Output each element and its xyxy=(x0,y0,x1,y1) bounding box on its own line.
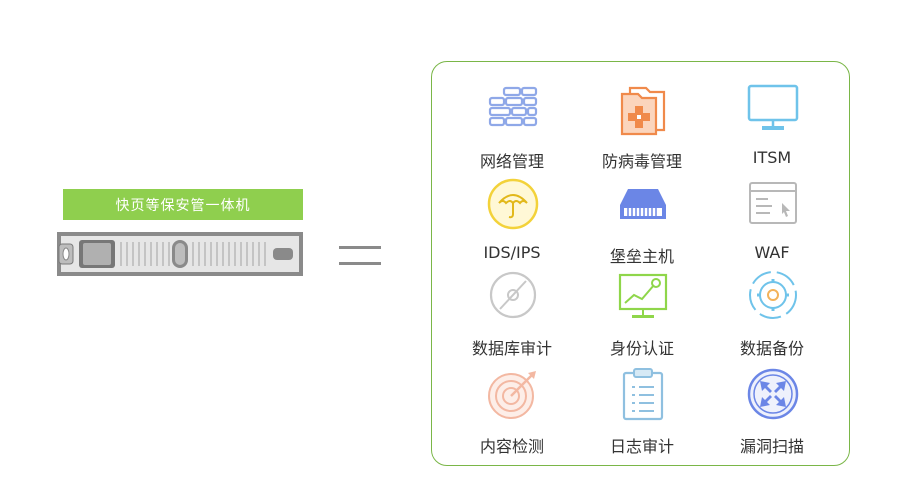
server-rack-icon xyxy=(57,232,303,276)
vulnerability-scan-icon xyxy=(747,368,799,420)
equals-sign xyxy=(339,244,381,268)
module-label: ITSM xyxy=(752,148,792,167)
clipboard-log-icon xyxy=(622,368,664,421)
module-label: WAF xyxy=(754,243,790,262)
module-label: 数据库审计 xyxy=(471,339,552,358)
device-title-banner: 快页等保安管一体机 xyxy=(63,189,303,220)
security-modules-panel: 网络管理 防病毒管理 ITSM IDS/IPS xyxy=(431,61,850,466)
module-label: 网络管理 xyxy=(479,152,544,171)
module-content-detection: 内容检测 xyxy=(442,367,582,457)
umbrella-shield-icon xyxy=(487,178,539,230)
module-label: 漏洞扫描 xyxy=(739,437,804,456)
monitor-icon xyxy=(747,84,799,130)
firewall-brick-icon xyxy=(488,86,538,127)
backup-gear-icon xyxy=(749,271,797,319)
web-window-icon xyxy=(749,182,797,224)
module-label: 数据备份 xyxy=(739,339,804,358)
module-fortress-host: 堡垒主机 xyxy=(572,177,712,267)
module-label: 内容检测 xyxy=(479,437,544,456)
module-label: 堡垒主机 xyxy=(609,247,674,266)
module-ids-ips: IDS/IPS xyxy=(442,177,582,267)
module-label: 身份认证 xyxy=(609,339,674,358)
module-identity-authentication: 身份认证 xyxy=(572,269,712,359)
database-audit-icon xyxy=(489,271,537,319)
identity-chart-icon xyxy=(618,273,668,318)
module-label: 日志审计 xyxy=(609,437,674,456)
module-label: 防病毒管理 xyxy=(601,152,682,171)
module-data-backup: 数据备份 xyxy=(702,269,842,359)
module-network-management: 网络管理 xyxy=(442,82,582,172)
module-antivirus-management: 防病毒管理 xyxy=(572,82,712,172)
device-title: 快页等保安管一体机 xyxy=(115,197,251,214)
fortress-host-icon xyxy=(620,189,666,219)
module-waf: WAF xyxy=(702,177,842,267)
module-database-audit: 数据库审计 xyxy=(442,269,582,359)
module-itsm: ITSM xyxy=(702,82,842,172)
module-vulnerability-scan: 漏洞扫描 xyxy=(702,367,842,457)
module-log-audit: 日志审计 xyxy=(572,367,712,457)
module-label: IDS/IPS xyxy=(483,243,541,262)
target-detection-icon xyxy=(488,371,536,419)
antivirus-folder-icon xyxy=(620,86,666,136)
